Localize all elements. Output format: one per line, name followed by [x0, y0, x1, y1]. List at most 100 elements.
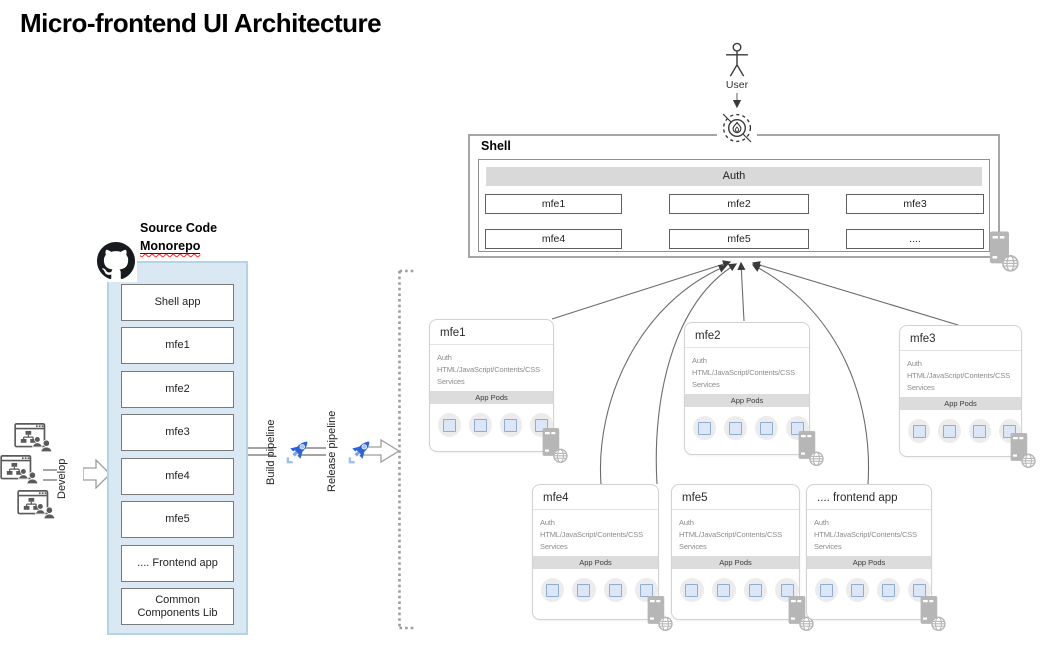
monorepo-item-mfe1: mfe1: [121, 327, 234, 364]
monorepo-item-frontend-app: .... Frontend app: [121, 545, 234, 582]
pod-icon: [693, 416, 716, 440]
shell-cell-mfe4: mfe4: [485, 229, 622, 249]
github-icon: [95, 240, 137, 282]
pod-icon: [968, 419, 991, 443]
monorepo-container: Shell app mfe1 mfe2 mfe3 mfe4 mfe5 .... …: [107, 261, 248, 635]
connector-equals: [248, 454, 273, 456]
card-title: mfe1: [430, 320, 553, 345]
monorepo-item-mfe5: mfe5: [121, 501, 234, 538]
card-stack-label: HTML/JavaScript/Contents/CSS: [907, 371, 1010, 380]
card-services-label: Services: [907, 383, 935, 392]
mfe-card-mfe3: mfe3 Auth HTML/JavaScript/Contents/CSS S…: [899, 325, 1022, 457]
pod-icon: [755, 416, 778, 440]
card-title: .... frontend app: [807, 485, 931, 510]
pod-icon: [877, 578, 900, 602]
user-actor-icon: [726, 42, 748, 77]
server-globe-icon: [541, 427, 568, 464]
card-auth-label: Auth: [679, 518, 694, 527]
mfe-card-mfe1: mfe1 Auth HTML/JavaScript/Contents/CSS S…: [429, 319, 554, 452]
card-services-label: Services: [437, 377, 465, 386]
server-globe-icon: [646, 595, 673, 632]
develop-label: Develop: [56, 458, 68, 500]
app-pods-bar: App Pods: [900, 397, 1021, 410]
mfe-card-mfe4: mfe4 Auth HTML/JavaScript/Contents/CSS S…: [532, 484, 659, 620]
mfe-card-mfe5: mfe5 Auth HTML/JavaScript/Contents/CSS S…: [671, 484, 800, 620]
app-pods: [900, 410, 1021, 443]
monorepo-item-mfe3: mfe3: [121, 414, 234, 451]
connector-equals: [43, 469, 57, 471]
pod-icon: [634, 578, 658, 602]
card-auth-label: Auth: [814, 518, 829, 527]
page-title: Micro-frontend UI Architecture: [20, 8, 382, 38]
shell-container: Shell Auth mfe1 mfe2 mfe3 mfe4 mfe5 ....: [468, 134, 1000, 258]
pod-icon: [908, 578, 931, 602]
release-pipeline-label: Release pipeline: [326, 410, 338, 492]
server-globe-icon: [797, 430, 824, 467]
shell-cell-more: ....: [846, 229, 984, 249]
app-pods-bar: App Pods: [685, 394, 809, 407]
monorepo-heading: Source Code Monorepo: [140, 221, 218, 254]
app-pods-bar: App Pods: [533, 556, 658, 569]
pod-icon: [572, 578, 596, 602]
shell-cell-mfe5: mfe5: [669, 229, 809, 249]
pod-icon: [743, 578, 768, 602]
card-auth-label: Auth: [437, 353, 452, 362]
pod-icon: [846, 578, 869, 602]
pod-icon: [603, 578, 627, 602]
app-pods-bar: App Pods: [672, 556, 799, 569]
deployment-boundary-dotted-line: [398, 269, 416, 630]
card-title: mfe3: [900, 326, 1021, 351]
card-services-label: Services: [679, 542, 707, 551]
app-pods: [533, 569, 658, 602]
app-pods: [685, 407, 809, 440]
card-stack-label: HTML/JavaScript/Contents/CSS: [679, 530, 782, 539]
monorepo-heading-line2: Monorepo: [140, 239, 201, 254]
card-stack-label: HTML/JavaScript/Contents/CSS: [814, 530, 917, 539]
front-door-icon: [717, 108, 757, 148]
card-title: mfe2: [685, 323, 809, 348]
card-auth-label: Auth: [540, 518, 555, 527]
build-pipeline-label: Build pipeline: [265, 419, 277, 485]
azure-pipelines-rocket-icon: [282, 435, 315, 468]
app-pods: [807, 569, 931, 602]
pod-icon: [438, 413, 461, 437]
pod-icon: [541, 578, 565, 602]
user-label: User: [725, 79, 749, 91]
server-globe-icon: [988, 230, 1019, 273]
card-auth-label: Auth: [692, 356, 707, 365]
card-stack-label: HTML/JavaScript/Contents/CSS: [540, 530, 643, 539]
app-pods: [672, 569, 799, 602]
connector-equals: [300, 447, 326, 449]
connector-equals: [43, 479, 57, 481]
card-title: mfe4: [533, 485, 658, 510]
team-window-icon: [14, 421, 56, 457]
team-window-icon: [17, 488, 59, 524]
pod-icon: [711, 578, 736, 602]
azure-pipelines-rocket-icon: [344, 435, 377, 468]
develop-arrow: [83, 459, 111, 489]
card-auth-label: Auth: [907, 359, 922, 368]
app-pods-bar: App Pods: [430, 391, 553, 404]
monorepo-item-mfe2: mfe2: [121, 371, 234, 408]
server-globe-icon: [919, 595, 946, 632]
shell-cell-mfe3: mfe3: [846, 194, 984, 214]
card-stack-label: HTML/JavaScript/Contents/CSS: [437, 365, 540, 374]
monorepo-item-common-components: Common Components Lib: [121, 588, 234, 625]
card-title: mfe5: [672, 485, 799, 510]
connector-equals: [300, 454, 326, 456]
app-pods-bar: App Pods: [807, 556, 931, 569]
mfe-card-frontend-app: .... frontend app Auth HTML/JavaScript/C…: [806, 484, 932, 620]
monorepo-item-mfe4: mfe4: [121, 458, 234, 495]
card-services-label: Services: [814, 542, 842, 551]
monorepo-item-shell-app: Shell app: [121, 284, 234, 321]
pod-icon: [775, 578, 799, 602]
mfe-card-mfe2: mfe2 Auth HTML/JavaScript/Contents/CSS S…: [684, 322, 810, 455]
shell-title: Shell: [481, 139, 511, 153]
shell-auth-bar: Auth: [486, 167, 982, 186]
shell-inner-panel: Auth mfe1 mfe2 mfe3 mfe4 mfe5 ....: [478, 159, 990, 252]
pod-icon: [908, 419, 931, 443]
shell-cell-mfe1: mfe1: [485, 194, 622, 214]
release-arrow: [362, 439, 400, 463]
card-stack-label: HTML/JavaScript/Contents/CSS: [692, 368, 795, 377]
shell-cell-mfe2: mfe2: [669, 194, 809, 214]
